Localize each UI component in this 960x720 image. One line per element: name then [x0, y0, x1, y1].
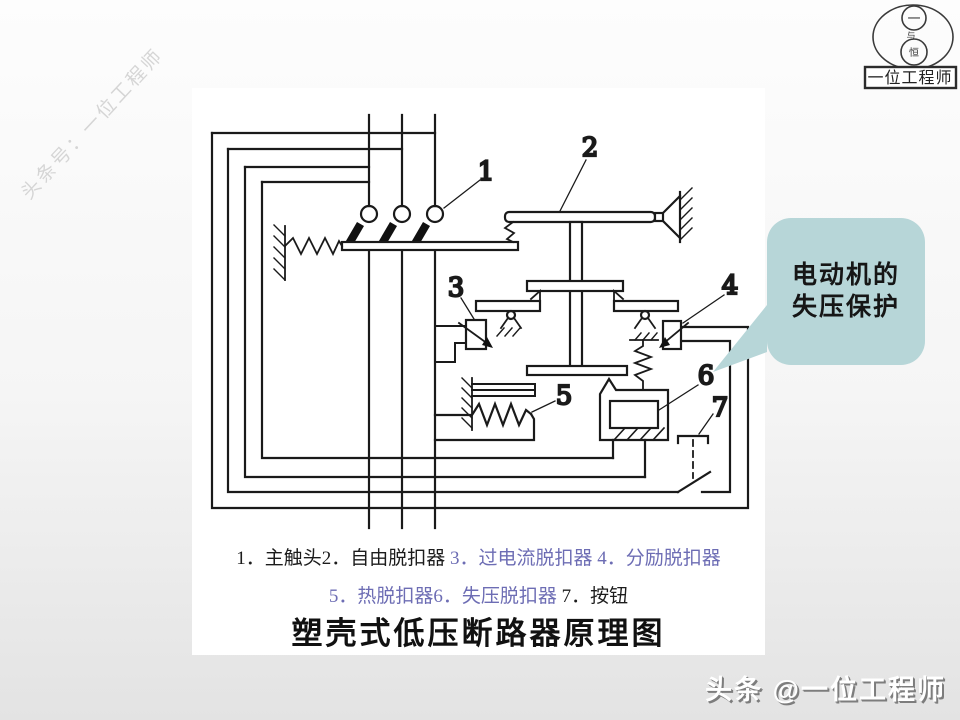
caption-line-2: 5．热脱扣器6．失压脱扣器 7．按钮 [192, 581, 765, 608]
logo-bottom-char: 恒 [909, 46, 919, 59]
caption-line-1: 1．主触头2．自由脱扣器 3．过电流脱扣器 4．分励脱扣器 [192, 543, 765, 570]
logo-mid-char: 与 [906, 31, 915, 41]
logo-box-label: 一位工程师 [867, 69, 952, 87]
callout-text-line1: 电动机的 [791, 261, 900, 289]
footer-brand: 头条 @一位工程师 [705, 675, 946, 705]
caption-3-4: 3．过电流脱扣器 4．分励脱扣器 [450, 548, 721, 569]
watermark-text: 头条号：一位工程师 [17, 44, 169, 204]
page-title: 塑壳式低压断路器原理图 [291, 616, 666, 651]
caption-1-2: 1．主触头2．自由脱扣器 [236, 548, 450, 569]
logo-top-char: 一 [907, 11, 920, 26]
logo-top-circle [901, 5, 927, 31]
logo-bottom-circle [900, 38, 928, 66]
caption-5-6: 5．热脱扣器6．失压脱扣器 [328, 586, 562, 607]
brand-logo: 一 与 恒 一位工程师 [858, 2, 960, 90]
caption-7: 7．按钮 [561, 586, 629, 607]
logo-box [863, 65, 958, 90]
callout-bubble: 电动机的 失压保护 [767, 218, 925, 365]
callout-text-line2: 失压保护 [791, 293, 900, 321]
